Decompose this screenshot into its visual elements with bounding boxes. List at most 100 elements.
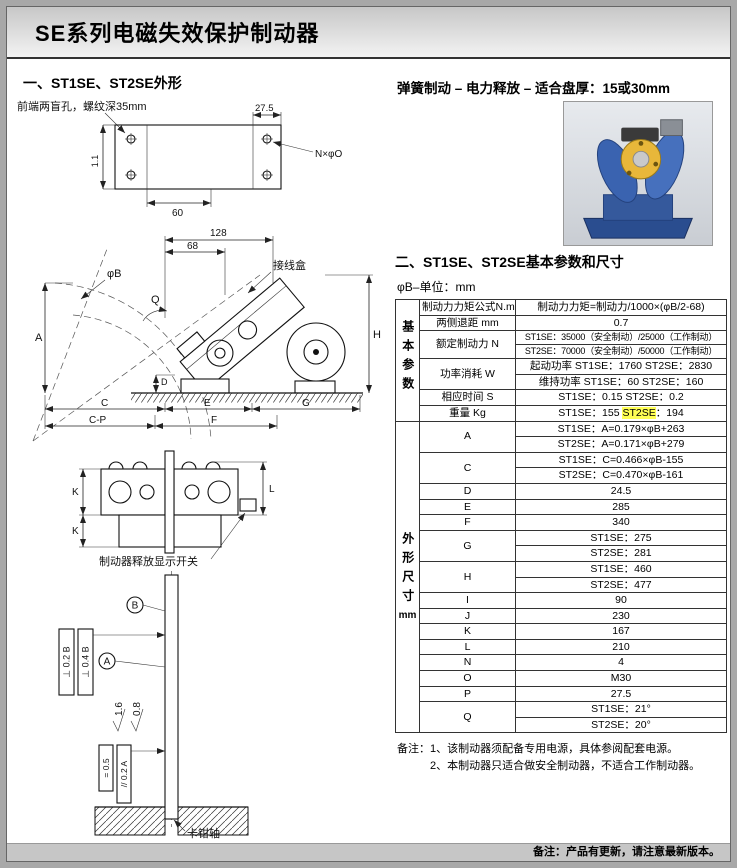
caliper-shaft: [164, 574, 179, 820]
dim-value: 210: [515, 638, 727, 656]
holes-count-label: N×φO: [315, 149, 343, 160]
datum-a: A: [104, 657, 111, 668]
highlight: ST2SE: [622, 406, 656, 419]
datum-b: B: [132, 601, 139, 612]
roughness-1-6: 1.6: [114, 702, 125, 716]
remarks: 备注：1、该制动器须配备专用电源，具体参阅配套电源。 2、本制动器只适合做安全制…: [397, 741, 727, 775]
dim-label: P: [419, 685, 516, 703]
dim-a: A: [35, 332, 43, 344]
roughness-0-8: 0.8: [132, 702, 143, 716]
param-value: ST1SE：35000（安全制动）/25000（工作制动）: [515, 330, 727, 346]
dim-k-upper: K: [72, 487, 79, 498]
dim-f: F: [211, 415, 217, 426]
dim-label: F: [419, 514, 516, 531]
tolerance-par-02: // 0.2 A: [119, 760, 129, 787]
dim-d: D: [161, 377, 168, 387]
dim-value: ST2SE：A=0.171×φB+279: [515, 436, 727, 453]
table-row: ST2SE：C=0.470×φB-161: [396, 467, 727, 484]
table-row: 基本参数 制动力力矩公式N.m 制动力力矩=制动力/1000×(φB/2-68): [395, 299, 727, 422]
dim-value: 285: [515, 498, 727, 516]
tolerance-sym-05: = 0.5: [101, 758, 111, 777]
dim-value: 24.5: [515, 482, 727, 500]
param-value: ST1SE：155 ST2SE：194: [515, 404, 727, 422]
ground-hatch-right: [177, 806, 249, 836]
page-header: SE系列电磁失效保护制动器: [7, 7, 730, 59]
phi-b-label: φB: [107, 268, 121, 280]
dim-1-1: 1.1: [90, 155, 100, 168]
param-label: 两侧退距 mm: [419, 314, 516, 332]
dim-cp: C-P: [89, 415, 107, 426]
dim-value: 27.5: [515, 685, 727, 703]
dim-68: 68: [187, 241, 199, 252]
brake-assembly: [176, 277, 346, 394]
dim-value: 167: [515, 623, 727, 640]
dim-label: E: [419, 498, 516, 516]
blind-hole-note: 前端两盲孔，螺纹深35mm: [17, 99, 147, 113]
remark-2: 2、本制动器只适合做安全制动器，不适合工作制动器。: [430, 760, 701, 773]
brake-disc: [164, 450, 175, 554]
dim-27-5: 27.5: [255, 103, 274, 114]
dim-value: ST1SE：C=0.466×φB-155: [515, 451, 727, 469]
tolerance-perp-02: ⊥ 0.2 B: [62, 646, 72, 677]
dim-value: ST2SE：20°: [515, 716, 727, 734]
page-footer: 备注：产品有更新，请注意最新版本。: [7, 843, 730, 861]
photo-row: [393, 101, 727, 246]
param-value: ST1SE：0.15 ST2SE：0.2: [515, 389, 727, 406]
drawing-top-view: 前端两盲孔，螺纹深35mm 27.5 N×φO: [17, 99, 343, 219]
dim-label: Q: [419, 701, 516, 734]
dim-value: 90: [515, 592, 727, 609]
ground-hatch-left: [94, 806, 166, 836]
release-switch-label: 制动器释放显示开关: [99, 554, 198, 568]
param-value: 0.7: [515, 314, 727, 332]
param-value: 制动力力矩=制动力/1000×(φB/2-68): [515, 299, 727, 316]
dim-label: C: [419, 451, 516, 484]
dim-label: L: [419, 638, 516, 656]
dim-value: ST1SE：275: [515, 529, 727, 547]
param-value: 维持功率 ST1SE：60 ST2SE：160: [515, 373, 727, 391]
release-switch: [239, 498, 257, 512]
drawing-caliper-front: K K L 制动器释放显示开关: [72, 450, 275, 568]
caliper-shaft-label: 卡钳轴: [187, 826, 220, 840]
ground-hatch: [131, 393, 363, 403]
spec-table: 基本参数 制动力力矩公式N.m 制动力力矩=制动力/1000×(φB/2-68)…: [395, 299, 727, 734]
section1-title: 一、ST1SE、ST2SE外形: [23, 75, 182, 91]
dim-h: H: [373, 329, 381, 341]
dim-label: G: [419, 529, 516, 562]
param-label: 制动力力矩公式N.m: [419, 299, 516, 316]
junction-box-label: 接线盒: [273, 258, 306, 272]
dim-label: D: [419, 482, 516, 500]
dim-k-lower: K: [72, 526, 79, 537]
dim-value: ST1SE：A=0.179×φB+263: [515, 420, 727, 438]
dim-label: H: [419, 560, 516, 594]
dim-value: 340: [515, 514, 727, 531]
param-label: 相应时间 S: [419, 389, 516, 406]
dim-label: K: [419, 623, 516, 640]
dim-label: J: [419, 607, 516, 625]
right-column: 弹簧制动 – 电力释放 – 适合盘厚：15或30mm: [389, 59, 729, 843]
unit-note: φB–单位：mm: [397, 280, 476, 294]
product-headline: 弹簧制动 – 电力释放 – 适合盘厚：15或30mm: [397, 81, 671, 96]
param-label: 功率消耗 W: [419, 358, 516, 391]
dim-c: C: [101, 398, 108, 409]
dim-value: 230: [515, 607, 727, 625]
page-title: SE系列电磁失效保护制动器: [35, 21, 320, 46]
content: 一、ST1SE、ST2SE外形 前端两盲孔，螺纹深35mm: [7, 59, 730, 843]
dim-label: A: [419, 420, 516, 453]
param-value: ST2SE：70000（安全制动）/50000（工作制动）: [515, 344, 727, 360]
drawing-caliper-shaft: B A ⊥ 0.2 B ⊥ 0.4 B 1.6 0.8 = 0.5 // 0.2…: [58, 571, 249, 840]
datasheet-page: SE系列电磁失效保护制动器 一、ST1SE、ST2SE外形 前端两盲孔，螺纹深3…: [6, 6, 731, 862]
